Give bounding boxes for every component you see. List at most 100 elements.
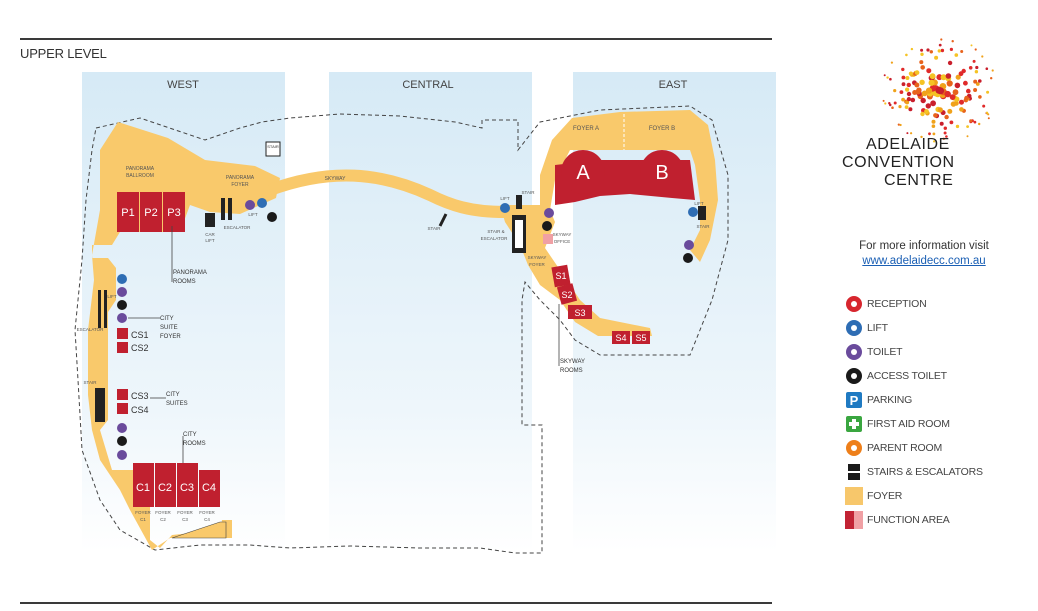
- toilet-icon-central: [544, 208, 554, 218]
- info-block: For more information visit www.adelaidec…: [830, 240, 1018, 267]
- logo-dot: [982, 104, 986, 108]
- logo-dot: [921, 90, 928, 97]
- room-cs1[interactable]: CS1: [131, 330, 149, 340]
- legend-item: FIRST AID ROOM: [845, 412, 983, 436]
- logo-dot: [891, 106, 894, 109]
- room-p1[interactable]: P1: [121, 207, 134, 219]
- stair-icon-east: [698, 206, 706, 220]
- logo-dot: [968, 66, 973, 70]
- room-p3[interactable]: P3: [167, 207, 180, 219]
- logo-dot: [905, 100, 910, 105]
- logo-dot: [931, 124, 936, 128]
- room-s2[interactable]: S2: [561, 290, 572, 300]
- room-s4[interactable]: S4: [615, 333, 626, 343]
- room-c3[interactable]: C3: [180, 482, 194, 494]
- room-cs4[interactable]: CS4: [131, 405, 149, 415]
- label-stair-east: STAIR: [697, 224, 711, 229]
- logo-dot: [920, 135, 923, 139]
- room-s5[interactable]: S5: [635, 333, 646, 343]
- logo-dot: [952, 89, 959, 96]
- logo-dot: [920, 52, 924, 56]
- room-p2[interactable]: P2: [144, 207, 157, 219]
- room-cs1-box: [117, 328, 128, 339]
- label-city-suites-1: CITY: [166, 392, 180, 398]
- logo-dot: [920, 65, 925, 70]
- logo-dot: [969, 119, 973, 123]
- logo-dot: [890, 61, 894, 64]
- logo-dot: [919, 60, 924, 65]
- label-stair-central: STAIR: [522, 190, 536, 195]
- room-cs3[interactable]: CS3: [131, 391, 149, 401]
- logo-dot: [966, 88, 971, 94]
- logo-dot: [963, 80, 968, 86]
- logo-dot: [978, 79, 982, 83]
- room-c1[interactable]: C1: [136, 482, 150, 494]
- logo-dot: [990, 77, 993, 80]
- room-cs2-box: [117, 342, 128, 353]
- logo-dot: [955, 74, 961, 80]
- foyer-swatch-icon: [845, 487, 863, 505]
- label-lift-west: LIFT: [107, 294, 117, 299]
- room-c2[interactable]: C2: [158, 482, 172, 494]
- logo-dot: [882, 99, 885, 102]
- logo-dot: [930, 100, 936, 107]
- logo-dot: [912, 90, 918, 95]
- logo-dot: [944, 90, 951, 98]
- label-stair-escalator-1: STAIR &: [487, 229, 504, 234]
- legend-label: ACCESS TOILET: [867, 370, 947, 382]
- logo-dot: [954, 82, 961, 89]
- escalator-icon-top: [221, 198, 225, 220]
- room-b[interactable]: B: [655, 162, 668, 184]
- logo-dot: [888, 103, 892, 107]
- label-panorama-ballroom-1: PANORAMA: [126, 166, 155, 172]
- legend-item: PARENT ROOM: [845, 436, 983, 460]
- legend-label: PARKING: [867, 394, 913, 406]
- logo-dot: [966, 135, 969, 138]
- label-city-suites-2: SUITES: [166, 401, 188, 407]
- label-skyway-foyer-1: SKYWAY: [528, 255, 547, 260]
- legend-label: FUNCTION AREA: [867, 514, 950, 526]
- room-c2-box: [155, 463, 176, 507]
- logo-dot: [901, 67, 905, 72]
- label-escalator: ESCALATOR: [224, 225, 252, 230]
- skyway-corridor: [267, 169, 506, 218]
- label-panorama-rooms-1: PANORAMA: [173, 270, 207, 276]
- logo-dot: [945, 73, 952, 79]
- logo-dot: [898, 105, 902, 109]
- logo-dot: [987, 117, 990, 120]
- room-p1-box: [117, 192, 139, 232]
- logo-dot: [970, 44, 973, 47]
- room-a[interactable]: A: [576, 162, 590, 184]
- legend-item: ACCESS TOILET: [845, 364, 983, 388]
- car-lift-icon: [205, 213, 215, 227]
- logo-dot: [910, 97, 916, 103]
- logo-dot: [974, 48, 977, 51]
- svg-text:P: P: [850, 393, 859, 408]
- label-stair-skyway: STAIR: [428, 226, 442, 231]
- logo-dot: [910, 47, 914, 51]
- zone-label-west: WEST: [167, 79, 199, 91]
- logo-dot: [973, 88, 978, 92]
- label-stair-west: STAIR: [84, 380, 98, 385]
- logo-dot: [904, 105, 909, 109]
- logo-dot: [929, 73, 936, 80]
- function-area-swatch-icon: [845, 511, 863, 529]
- room-cs2[interactable]: CS2: [131, 343, 149, 353]
- adelaide-convention-centre-logo-icon: [882, 38, 994, 143]
- logo-wordmark: ADELAIDE CONVENTION CENTRE: [842, 136, 955, 190]
- stair-icon-west: [95, 388, 105, 422]
- room-s3[interactable]: S3: [574, 308, 585, 318]
- label-foyer-c1-2: C1: [140, 517, 146, 522]
- website-link[interactable]: www.adelaidecc.com.au: [862, 255, 986, 267]
- logo-dot: [985, 67, 989, 70]
- label-stair-top: STAIR: [267, 144, 279, 149]
- logo-dot: [897, 123, 900, 126]
- toilet-icon-west-2: [117, 313, 127, 323]
- room-s1[interactable]: S1: [555, 271, 566, 281]
- room-c4[interactable]: C4: [202, 482, 216, 494]
- logo-dot: [884, 102, 887, 105]
- logo-dot: [939, 121, 944, 126]
- label-foyer-c3-1: FOYER: [177, 510, 193, 515]
- label-city-suite-foyer-1: CITY: [160, 316, 174, 322]
- label-escalator-west: ESCALATOR: [77, 327, 105, 332]
